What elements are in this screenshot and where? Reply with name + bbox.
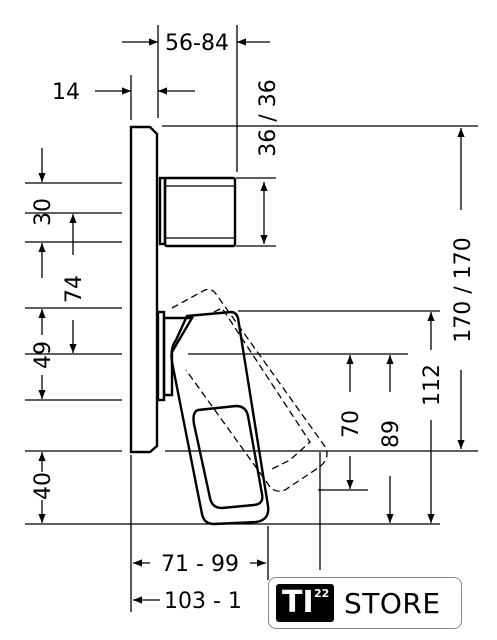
- dim-overall-reach: 103 - 1: [164, 589, 242, 614]
- dim-lever-reach: 71 - 99: [161, 552, 239, 577]
- dim-lever-drop-112: 112: [420, 364, 445, 406]
- dim-top-projection: 56-84: [165, 31, 229, 56]
- dim-lever-drop-89: 89: [379, 420, 404, 448]
- store-badge: TI 22 STORE: [268, 577, 462, 629]
- dim-knob-offset: 30: [31, 198, 56, 226]
- dimension-labels: 56-84 14 36 / 36 170 / 170 30 74 49 40 7…: [31, 31, 476, 614]
- dim-lever-drop-70: 70: [339, 410, 364, 438]
- logo-superscript: 22: [314, 587, 330, 600]
- wall-plate: [129, 125, 159, 454]
- store-logo: TI 22: [276, 584, 334, 622]
- dim-total-height: 170 / 170: [451, 237, 476, 342]
- dim-lever-offset: 49: [31, 341, 56, 369]
- logo-text: TI: [282, 585, 314, 620]
- dimension-lines: [25, 25, 478, 612]
- lever-handle: [156, 310, 270, 526]
- dim-top-clearance: 36 / 36: [256, 79, 281, 156]
- store-label: STORE: [344, 586, 441, 620]
- upper-knob: [158, 176, 237, 248]
- lever-rotated-outline: [171, 288, 328, 492]
- dim-plate-thickness: 14: [52, 80, 80, 105]
- dim-bottom-height: 40: [31, 472, 56, 500]
- dim-knob-to-lever: 74: [62, 275, 87, 303]
